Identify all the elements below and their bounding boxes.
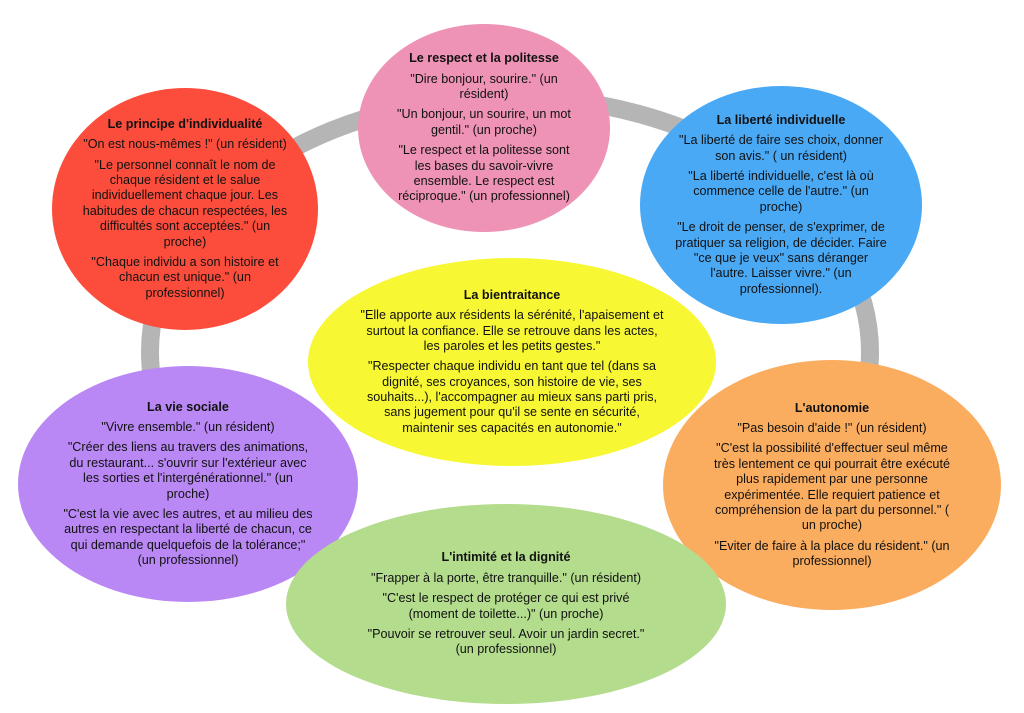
node-title: La vie sociale (147, 399, 229, 414)
node-principe-individualite: Le principe d'individualité "On est nous… (52, 88, 318, 330)
node-quote: "Dire bonjour, sourire." (un résident) (410, 71, 558, 102)
node-title: Le respect et la politesse (409, 51, 559, 66)
node-quote: "Le personnel connaît le nom de chaque r… (82, 157, 288, 249)
node-quote: "Frapper à la porte, être tranquille." (… (370, 570, 642, 585)
node-quote: "On est nous-mêmes !" (un résident) (83, 137, 287, 152)
node-quote: "Un bonjour, un sourire, un mot gentil."… (397, 107, 571, 137)
node-respect-politesse: Le respect et la politesse "Dire bonjour… (358, 24, 610, 232)
node-quote: "Créer des liens au travers des animatio… (67, 440, 309, 501)
node-quote: "Pas besoin d'aide !" (un résident) (737, 421, 927, 436)
node-quote: "La liberté de faire ses choix, donner s… (679, 133, 883, 163)
node-title: Le principe d'individualité (107, 117, 263, 132)
node-title: La liberté individuelle (716, 113, 846, 128)
node-title: L'intimité et la dignité (441, 550, 571, 565)
node-quote: "La liberté individuelle, c'est là où co… (688, 169, 874, 214)
node-quote: "Vivre ensemble." (un résident) (101, 420, 275, 435)
node-title: L'autonomie (794, 400, 870, 415)
node-quote: "Chaque individu a son histoire et chacu… (91, 254, 279, 300)
node-bientraitance: La bientraitance "Elle apporte aux résid… (308, 258, 716, 466)
node-quote: "Respecter chaque individu en tant que t… (366, 359, 658, 435)
node-autonomie: L'autonomie "Pas besoin d'aide !" (un ré… (663, 360, 1001, 610)
node-vie-sociale: La vie sociale "Vivre ensemble." (un rés… (18, 366, 358, 602)
node-intimite-dignite: L'intimité et la dignité "Frapper à la p… (286, 504, 726, 704)
node-quote: "C'est la possibilité d'effectuer seul m… (714, 441, 950, 533)
node-quote: "Le respect et la politesse sont les bas… (398, 143, 570, 204)
node-liberte-individuelle: La liberté individuelle "La liberté de f… (640, 86, 922, 324)
node-quote: "Pouvoir se retrouver seul. Avoir un jar… (367, 626, 645, 657)
node-quote: "Eviter de faire à la place du résident.… (714, 538, 950, 568)
node-quote: "Elle apporte aux résidents la sérénité,… (360, 308, 664, 353)
node-quote: "C'est la vie avec les autres, et au mil… (63, 506, 313, 567)
node-quote: "Le droit de penser, de s'exprimer, de p… (675, 220, 887, 296)
node-title: La bientraitance (463, 287, 561, 302)
node-quote: "C'est le respect de protéger ce qui est… (382, 591, 630, 621)
